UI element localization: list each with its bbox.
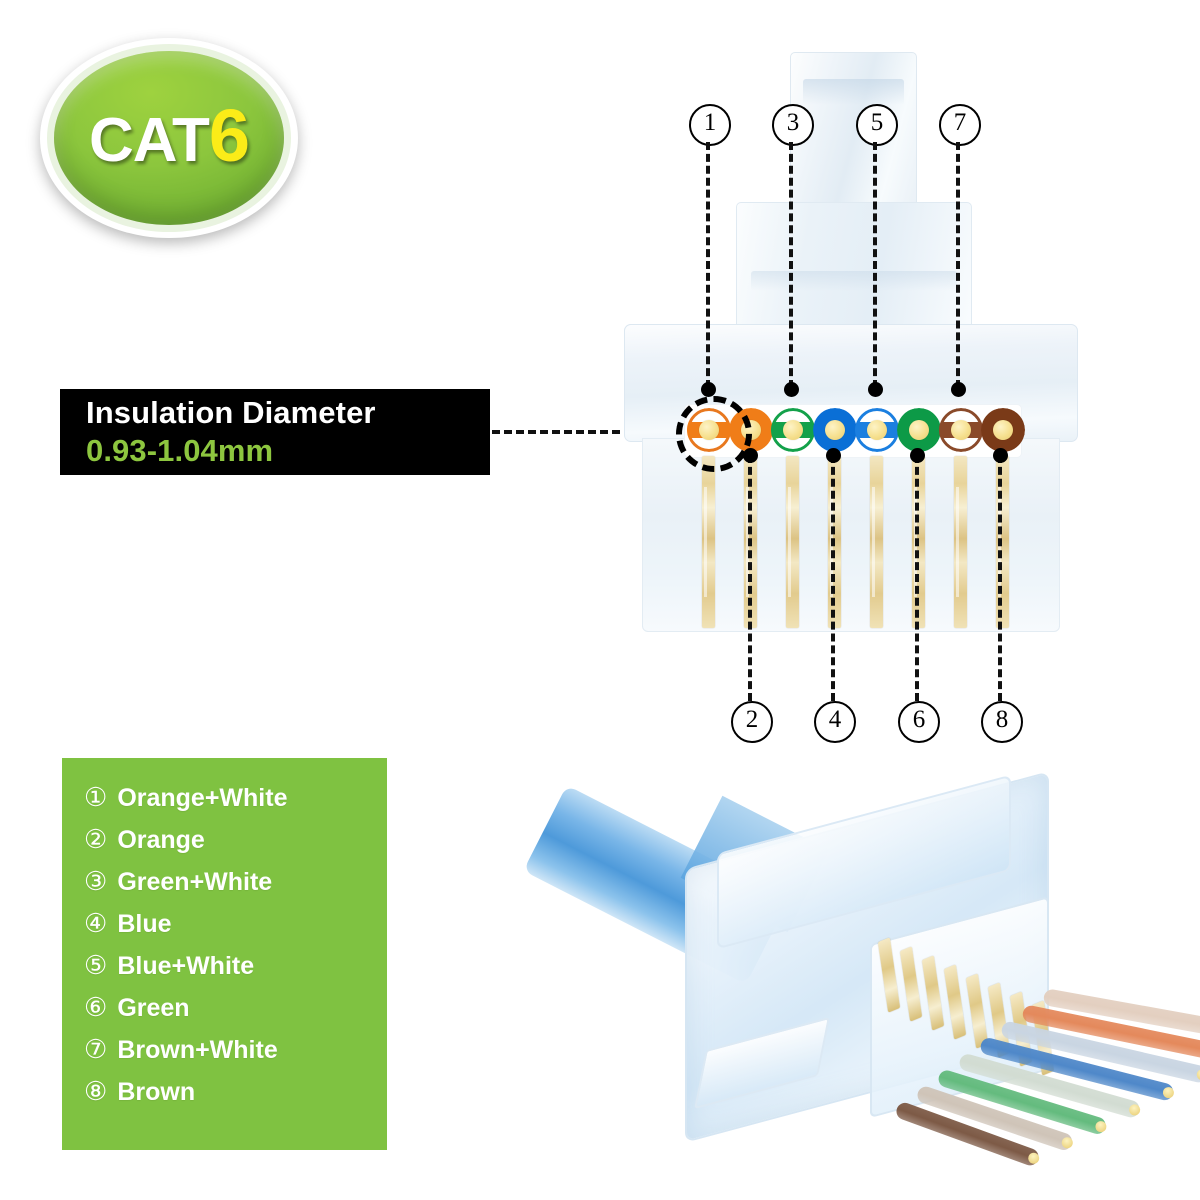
connector-neck <box>736 202 972 336</box>
callout-3: 3 <box>772 104 814 146</box>
callout-leader-5 <box>873 142 877 388</box>
callout-dot-3 <box>784 382 799 397</box>
badge-inner-face: CAT6 <box>54 51 284 225</box>
wire-hole-4 <box>813 408 857 452</box>
legend-number: ⑥ <box>84 992 108 1022</box>
insulation-diameter-label: Insulation Diameter 0.93-1.04mm <box>60 389 490 475</box>
legend-number: ③ <box>84 866 108 896</box>
legend-number: ⑤ <box>84 950 108 980</box>
wire-hole-8 <box>981 408 1025 452</box>
legend-label: Green+White <box>117 868 273 896</box>
callout-dot-8 <box>993 448 1008 463</box>
badge-category-label: 6 <box>208 94 250 177</box>
legend-label: Orange <box>117 826 205 854</box>
callout-dot-2 <box>743 448 758 463</box>
callout-8: 8 <box>981 701 1023 743</box>
conductor-core <box>825 420 845 440</box>
badge-cat-label: CAT <box>89 106 210 175</box>
insulation-value: 0.93-1.04mm <box>86 433 274 468</box>
contact-blade-3 <box>786 456 799 628</box>
callout-leader-6 <box>915 455 919 701</box>
callout-7: 7 <box>939 104 981 146</box>
cat6-badge: CAT6 <box>40 38 298 238</box>
callout-6: 6 <box>898 701 940 743</box>
contact-blade-1 <box>702 456 715 628</box>
list-item: ② Orange <box>84 826 387 853</box>
callout-1: 1 <box>689 104 731 146</box>
callout-leader-3 <box>789 142 793 388</box>
contact-blade-7 <box>954 456 967 628</box>
list-item: ⑦ Brown+White <box>84 1036 387 1063</box>
callout-leader-7 <box>956 142 960 388</box>
callout-leader-4 <box>831 455 835 701</box>
legend-label: Orange+White <box>117 784 288 812</box>
list-item: ④ Blue <box>84 910 387 937</box>
callout-dot-1 <box>701 382 716 397</box>
legend-number: ⑦ <box>84 1034 108 1064</box>
callout-leader-8 <box>998 455 1002 701</box>
callout-dot-6 <box>910 448 925 463</box>
contact-blade-5 <box>870 456 883 628</box>
badge-text: CAT6 <box>89 99 250 175</box>
pin1-highlight-circle <box>676 396 752 472</box>
legend-number: ④ <box>84 908 108 938</box>
legend-number: ② <box>84 824 108 854</box>
list-item: ① Orange+White <box>84 784 387 811</box>
wire-color-legend: ① Orange+White ② Orange ③ Green+White ④ Blue… <box>62 758 387 1150</box>
connector-photo <box>523 770 1200 1190</box>
callout-dot-7 <box>951 382 966 397</box>
legend-label: Brown <box>117 1078 196 1106</box>
legend-label: Green <box>117 994 190 1022</box>
wire-hole-5 <box>855 408 899 452</box>
insulation-leader-line <box>492 430 680 434</box>
conductor-core <box>993 420 1013 440</box>
list-item: ⑥ Green <box>84 994 387 1021</box>
legend-list: ① Orange+White ② Orange ③ Green+White ④ Blue… <box>62 758 387 1105</box>
callout-leader-1 <box>706 142 710 388</box>
legend-label: Brown+White <box>117 1036 278 1064</box>
legend-label: Blue <box>117 910 172 938</box>
rj45-connector-front-view <box>618 52 1084 632</box>
legend-number: ① <box>84 782 108 812</box>
list-item: ⑤ Blue+White <box>84 952 387 979</box>
legend-label: Blue+White <box>117 952 255 980</box>
conductor-core <box>909 420 929 440</box>
callout-5: 5 <box>856 104 898 146</box>
conductor-core <box>867 420 887 440</box>
legend-number: ⑧ <box>84 1076 108 1106</box>
list-item: ⑧ Brown <box>84 1078 387 1105</box>
conductor-core <box>783 420 803 440</box>
callout-dot-5 <box>868 382 883 397</box>
callout-leader-2 <box>748 455 752 701</box>
insulation-title: Insulation Diameter <box>86 395 376 430</box>
callout-dot-4 <box>826 448 841 463</box>
list-item: ③ Green+White <box>84 868 387 895</box>
callout-2: 2 <box>731 701 773 743</box>
wire-hole-7 <box>939 408 983 452</box>
wire-hole-3 <box>771 408 815 452</box>
callout-4: 4 <box>814 701 856 743</box>
wire-hole-6 <box>897 408 941 452</box>
conductor-core <box>951 420 971 440</box>
